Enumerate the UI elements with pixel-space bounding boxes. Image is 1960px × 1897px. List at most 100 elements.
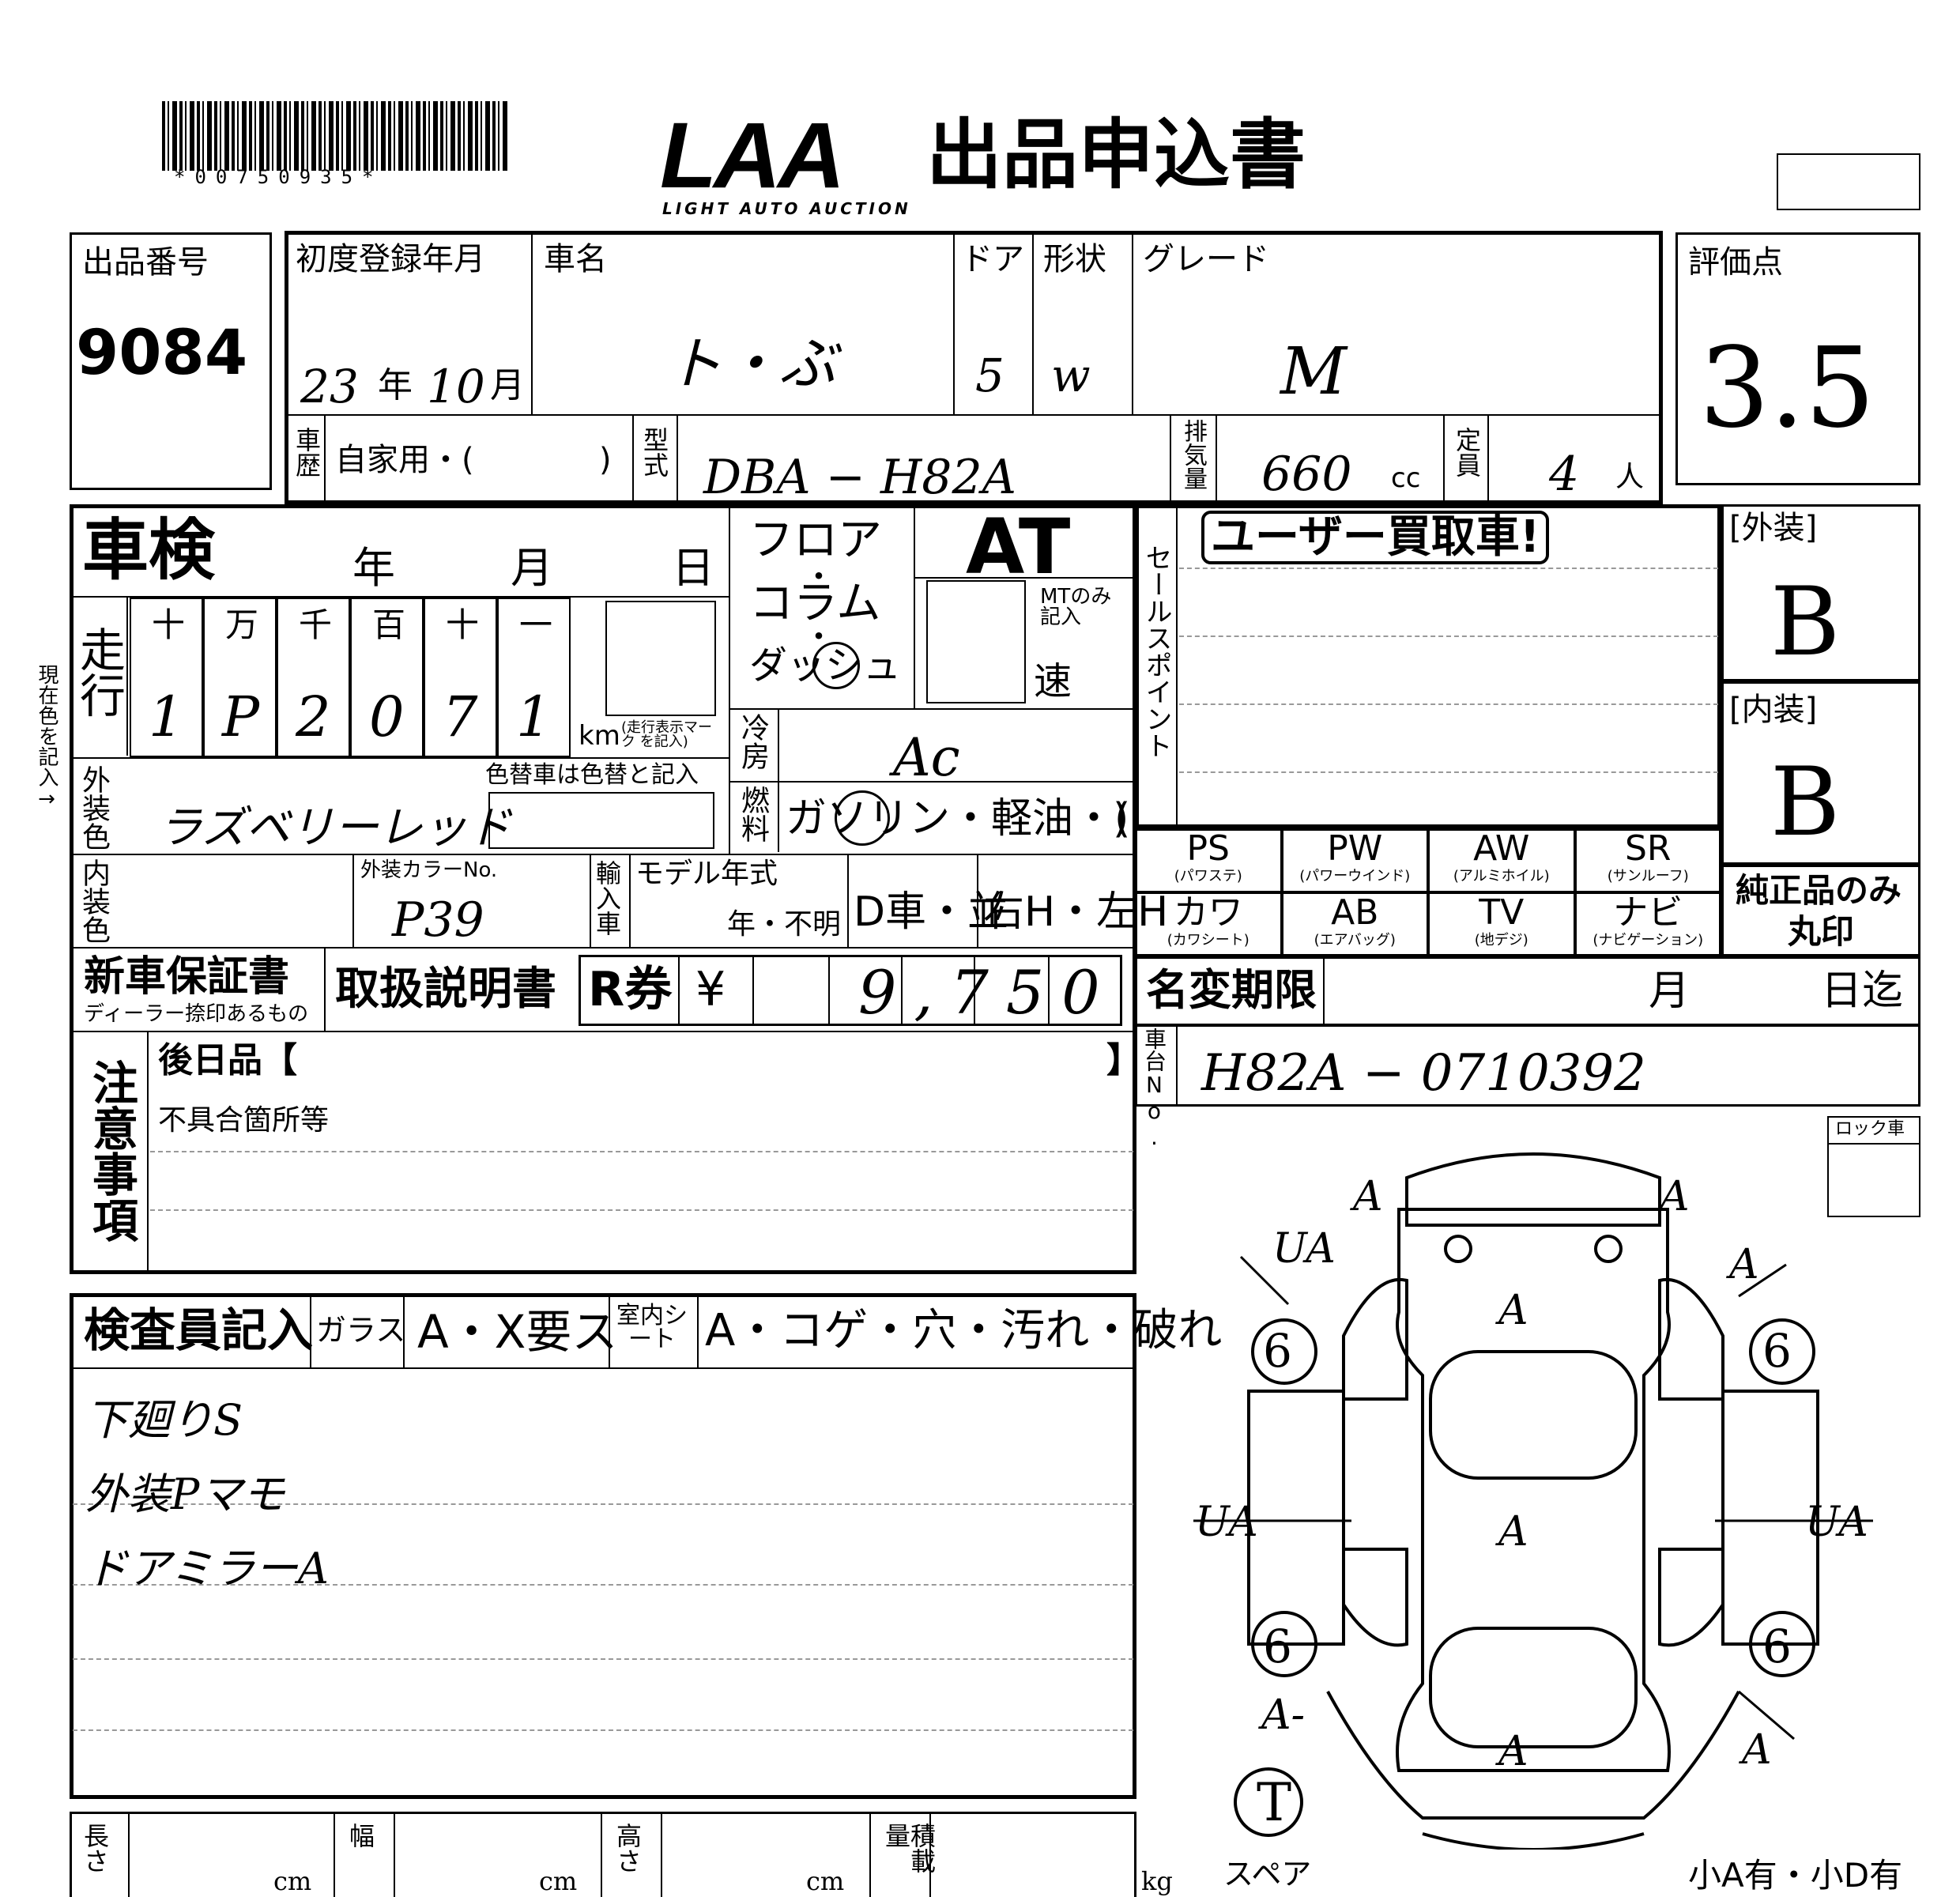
- option-code: SR: [1624, 828, 1672, 869]
- glass-label: ガラス: [316, 1313, 406, 1348]
- ext-grade-label: [外装]: [1729, 510, 1818, 546]
- shape-value: w: [1051, 349, 1091, 402]
- manual-label: 取扱説明書: [335, 964, 556, 1015]
- ext-color-change-box: [488, 792, 714, 849]
- int-grade-label: [内装]: [1729, 692, 1818, 728]
- option-cell: [1281, 828, 1428, 892]
- barcode: [162, 101, 510, 171]
- fuel-label: 燃料: [737, 786, 769, 843]
- displacement-value: 660: [1261, 447, 1352, 502]
- ext-color-label: 外装色: [77, 765, 110, 850]
- vehicle-info-box: [285, 231, 1663, 504]
- option-cell: [1281, 892, 1428, 956]
- mileage-digit-cell: [424, 598, 497, 757]
- barcode-text: *00750935*: [174, 166, 383, 188]
- option-sub: (カワシート): [1167, 932, 1250, 948]
- option-sub: (パワーウインド): [1299, 868, 1411, 884]
- vin-value: H82A − 0710392: [1201, 1044, 1646, 1103]
- mileage-digit-cell: [350, 598, 424, 757]
- form-title: 出品申込書: [926, 111, 1306, 199]
- genuine-line2: 丸印: [1788, 912, 1855, 951]
- first-reg-year-unit: 年: [378, 365, 413, 405]
- damage-mark: UA: [1805, 1499, 1868, 1546]
- option-code: AB: [1331, 892, 1379, 933]
- grade-label: グレード: [1143, 241, 1269, 277]
- option-cell: [1135, 892, 1282, 956]
- dimension-divider: [128, 1813, 130, 1897]
- shift-dot1: ・: [803, 559, 835, 595]
- lot-box: [70, 232, 272, 490]
- mileage-digit-cell: [497, 598, 571, 757]
- dimension-separator: [869, 1813, 871, 1897]
- warranty-sub: ディーラー捺印あるもの: [84, 1002, 309, 1026]
- damage-mark: A: [1660, 1173, 1690, 1220]
- mileage-digit-cell: [130, 598, 203, 757]
- mileage-unit-note: (走行表示マーク を記入): [621, 719, 713, 750]
- notes-label: 注意事項: [85, 1059, 138, 1243]
- dimension-divider: [394, 1813, 395, 1897]
- aircon-value: Ac: [893, 727, 960, 788]
- history-value: 自家用・(: [335, 442, 474, 478]
- option-sub: (アルミホイル): [1453, 868, 1550, 884]
- dealer-type: D車・並: [854, 888, 1009, 936]
- name-change-label: 名変期限: [1146, 965, 1317, 1015]
- dimension-label: 高さ: [612, 1823, 643, 1873]
- damage-mark: A: [1353, 1173, 1383, 1220]
- mileage-digit-header: 万: [225, 605, 259, 644]
- seat-label: 室内シート: [616, 1302, 688, 1353]
- tire-tread-mark: 6: [1762, 1324, 1792, 1378]
- notes-later: 後日品【: [158, 1040, 297, 1080]
- first-reg-month: 10: [427, 360, 485, 413]
- model-year-suffix: 年・不明: [727, 908, 842, 941]
- seat-value: A・コゲ・穴・汚れ・破れ: [705, 1305, 1223, 1356]
- inspector-note-line: ドアミラーA: [85, 1544, 329, 1593]
- option-code: ナビ: [1613, 892, 1683, 933]
- vin-label: 車台No.: [1141, 1028, 1167, 1150]
- car-name-value: ト・ぶ: [665, 330, 837, 397]
- doors-label: ドア: [961, 241, 1024, 277]
- dimension-unit: kg: [1141, 1866, 1173, 1896]
- int-color-label: 内装色: [77, 858, 110, 944]
- name-change-month: 月: [1649, 967, 1690, 1015]
- spare-tire-mark: T: [1257, 1772, 1292, 1833]
- displacement-label: 排気量: [1179, 419, 1207, 490]
- lot-label: 出品番号: [82, 244, 209, 281]
- dimension-label: 積載量: [881, 1823, 937, 1873]
- mileage-mark-box: [605, 601, 716, 716]
- option-code: カワ: [1173, 892, 1243, 933]
- option-code: AW: [1473, 828, 1530, 869]
- shaken-label: 車検: [82, 511, 216, 589]
- option-cell: [1428, 828, 1575, 892]
- lot-number: 9084: [76, 318, 248, 389]
- option-cell: [1574, 892, 1721, 956]
- shift-floor: フロア: [749, 515, 882, 566]
- color-no-label: 外装カラーNo.: [360, 858, 498, 882]
- fuel-circle-mark: [835, 790, 890, 846]
- score-box: [1675, 232, 1920, 485]
- mileage-digit-header: 百: [372, 605, 406, 644]
- capacity-unit: 人: [1615, 461, 1645, 493]
- shift-at: AT: [966, 503, 1071, 591]
- dash-circle-mark: [812, 642, 860, 689]
- inspector-label: 検査員記入: [84, 1303, 314, 1357]
- shift-column: コラム: [749, 578, 881, 629]
- option-cell: [1574, 828, 1721, 892]
- warranty-label: 新車保証書: [84, 953, 290, 1001]
- mileage-digit: P: [222, 685, 260, 749]
- int-grade-box: [1721, 681, 1920, 865]
- laa-logo-sub: LIGHT AUTO AUCTION: [662, 199, 911, 218]
- laa-logo: LAA: [660, 104, 846, 208]
- damage-mark: A: [1498, 1287, 1528, 1334]
- score-label: 評価点: [1688, 244, 1783, 281]
- tire-tread-mark: 6: [1263, 1620, 1292, 1673]
- dimension-unit: cm: [273, 1866, 312, 1896]
- mileage-digit-header: 一: [519, 605, 553, 644]
- glass-value: A・X要ス: [417, 1305, 618, 1359]
- lock-label: ロック車: [1835, 1119, 1905, 1139]
- displacement-unit: cc: [1391, 462, 1421, 494]
- fuel-close: ): [1113, 795, 1129, 843]
- option-sub: (ナビゲーション): [1592, 932, 1704, 948]
- shape-label: 形状: [1043, 241, 1106, 277]
- option-cell: [1428, 892, 1575, 956]
- history-close: ): [599, 442, 612, 478]
